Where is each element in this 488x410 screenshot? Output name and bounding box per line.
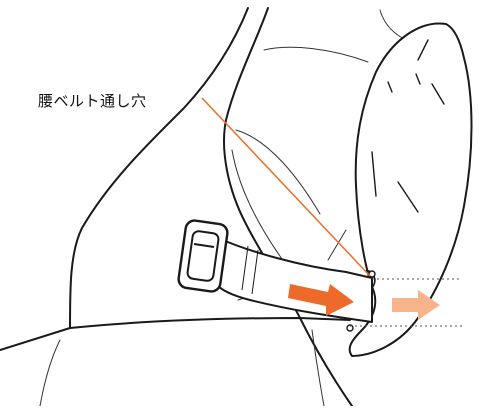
webbing-line-1 xyxy=(241,245,249,291)
stitch-5 xyxy=(397,181,419,213)
buckle-bar xyxy=(193,243,215,248)
callout-leader-line xyxy=(201,97,371,277)
buckle-inner xyxy=(186,230,220,282)
belt-buckle xyxy=(177,219,229,293)
callout-label: 腰ベルト通し穴 xyxy=(38,92,147,110)
right-arrow-icon xyxy=(288,284,354,316)
extension-guides xyxy=(350,278,462,327)
arrow-primary xyxy=(288,284,354,316)
seam-left xyxy=(39,339,61,407)
right-arrow-icon xyxy=(392,290,440,320)
seam-collar xyxy=(379,9,407,41)
inner-back-line xyxy=(223,7,353,407)
stitch-3 xyxy=(431,83,445,105)
waist-pad-outline xyxy=(348,22,473,357)
waist-pad xyxy=(348,22,473,357)
stitch-2 xyxy=(387,81,393,93)
stitch-6 xyxy=(415,73,421,85)
stitch-4 xyxy=(371,151,377,197)
seam-top xyxy=(263,46,369,63)
belt-webbing-lines xyxy=(241,245,259,295)
garment-outline xyxy=(0,7,353,407)
webbing-line-2 xyxy=(251,249,259,295)
pad-stitching xyxy=(371,39,445,213)
loop-mark xyxy=(327,229,347,261)
stitch-1 xyxy=(417,39,429,61)
belt-strap xyxy=(213,237,373,323)
arrow-secondary xyxy=(392,290,440,320)
waist-belt xyxy=(177,219,376,332)
outer-shell-line xyxy=(0,7,249,351)
seam-mid xyxy=(235,129,321,215)
seam-bottom xyxy=(311,329,325,407)
lower-hem-line xyxy=(69,317,351,329)
belt-hole-top xyxy=(368,270,376,278)
